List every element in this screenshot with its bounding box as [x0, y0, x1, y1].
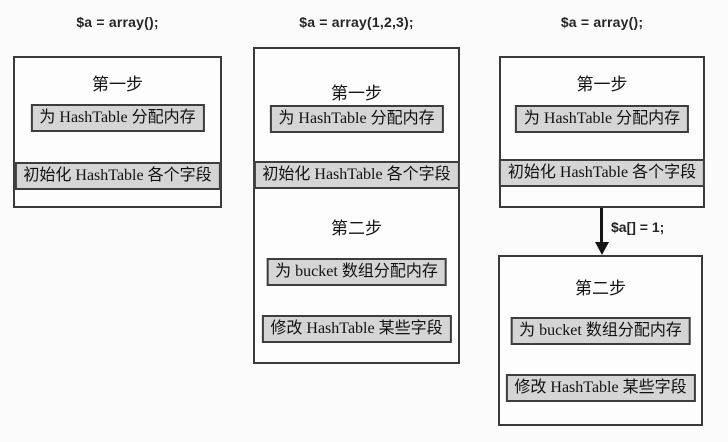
operation-item-col2-3: 为 bucket 数组分配内存: [266, 258, 447, 286]
step-title-col3-step2: 第二步: [575, 279, 626, 298]
step-box-col3-step1: 第一步 为 HashTable 分配内存 初始化 HashTable 各个字段: [498, 56, 706, 208]
operation-item-col1-1: 为 HashTable 分配内存: [30, 104, 205, 132]
step-title-col1-step1: 第一步: [92, 75, 143, 94]
step-title-col2-step2: 第二步: [331, 219, 382, 238]
operation-item-col3-1: 为 HashTable 分配内存: [514, 105, 690, 133]
step-title-col3-step1: 第一步: [576, 75, 628, 94]
operation-item-col1-2: 初始化 HashTable 各个字段: [14, 162, 221, 190]
down-arrow-icon: [595, 242, 609, 255]
operation-item-col2-2: 初始化 HashTable 各个字段: [253, 161, 460, 189]
operation-item-col2-4: 修改 HashTable 某些字段: [261, 315, 452, 343]
step-box-col2: 第一步 为 HashTable 分配内存 初始化 HashTable 各个字段 …: [253, 47, 460, 364]
operation-item-col3-3: 为 bucket 数组分配内存: [510, 317, 691, 345]
code-label-col2: $a = array(1,2,3);: [299, 14, 414, 30]
step-title-col2-step1: 第一步: [331, 84, 382, 103]
arrow-code-label: $a[] = 1;: [611, 219, 665, 235]
operation-item-col3-4: 修改 HashTable 某些字段: [505, 374, 696, 402]
step-box-col1: 第一步 为 HashTable 分配内存 初始化 HashTable 各个字段: [13, 56, 222, 208]
operation-item-col2-1: 为 HashTable 分配内存: [269, 105, 444, 133]
code-label-col1: $a = array();: [76, 14, 159, 30]
operation-item-col3-2: 初始化 HashTable 各个字段: [498, 159, 706, 187]
code-label-col3: $a = array();: [560, 14, 644, 30]
flow-arrow-line: [600, 208, 603, 244]
step-box-col3-step2: 第二步 为 bucket 数组分配内存 修改 HashTable 某些字段: [498, 255, 703, 426]
